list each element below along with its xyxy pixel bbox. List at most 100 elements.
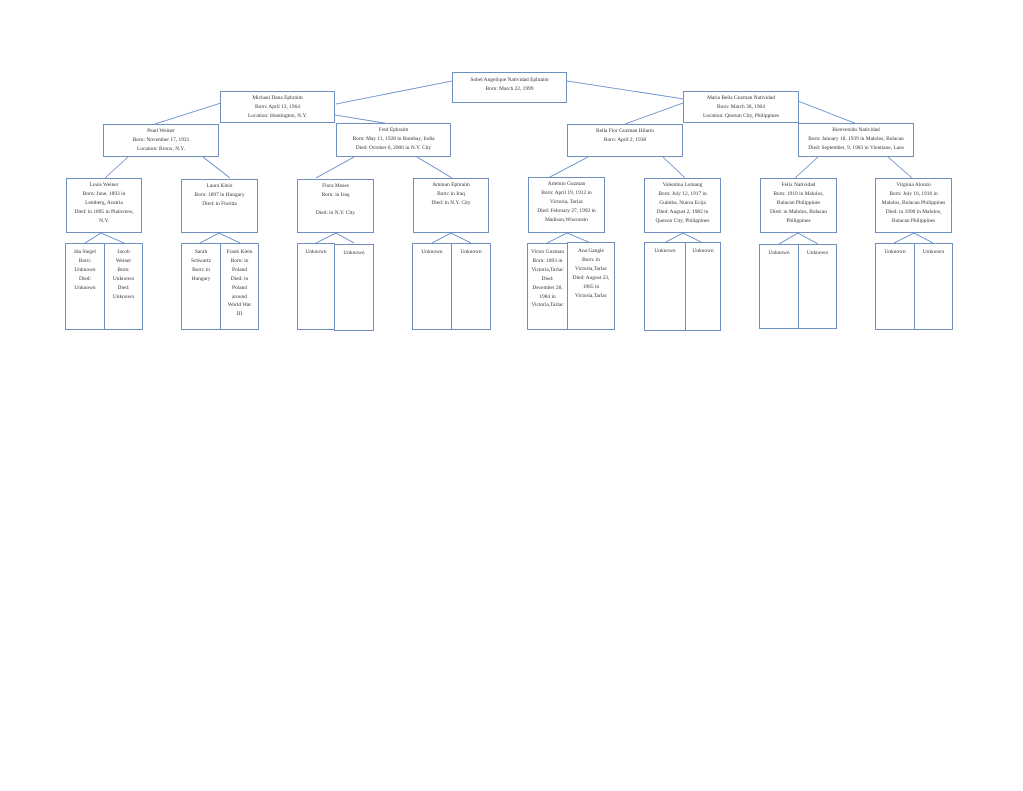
person-detail: Hungary <box>191 275 211 282</box>
person-detail: Born: in Iraq <box>437 190 465 197</box>
person-box-unknown: Unknown <box>685 242 721 331</box>
connector <box>431 232 452 244</box>
connector <box>566 80 685 100</box>
person-detail: Born: 1910 in Malolos, <box>773 190 824 197</box>
person-detail: Died: in <box>230 275 249 282</box>
person-detail: Poland <box>232 266 247 273</box>
person-name: Valentina Lomang <box>662 182 703 188</box>
person-detail: Weiner <box>115 257 132 264</box>
person-detail: Victoria,Tarlac <box>531 302 564 309</box>
person-detail: Died: in Malolos, Bulacan <box>770 208 827 215</box>
connector <box>100 232 125 244</box>
person-name: Unknown <box>343 250 365 256</box>
person-name: Unknown <box>692 248 714 254</box>
connector <box>663 232 684 244</box>
person-name: Pearl Weiner <box>147 128 175 134</box>
person-box-unknown: Unknown <box>297 243 335 330</box>
person-detail: Born: April 13, 1964 <box>255 103 300 110</box>
connector <box>797 100 858 125</box>
person-detail: Victoria,Tarlac <box>531 266 564 273</box>
person-detail: Bulacan Philippines <box>891 217 936 224</box>
person-detail: Died: in N.Y. City <box>431 199 471 206</box>
person-name: Felix Natividad <box>781 182 816 188</box>
person-detail: Born: in <box>582 256 600 263</box>
connector <box>682 232 704 244</box>
person-detail: Died: in 1895 in Plainview, <box>74 208 134 215</box>
connector <box>547 156 589 179</box>
connector <box>566 232 592 244</box>
person-detail: Born: 1897 in Hungary <box>194 191 245 198</box>
person-detail: Schwartz <box>190 257 212 264</box>
person-detail <box>300 200 371 209</box>
connector <box>797 232 819 245</box>
person-name: Victor Guzman <box>530 249 565 255</box>
person-detail: III <box>236 311 243 318</box>
person-box-unknown: Unknown <box>334 244 374 331</box>
person-detail: Born: January 18, 1939 in Malolos, Bulac… <box>808 135 904 142</box>
person-name: Michael Dana Ephraim <box>252 95 303 101</box>
person-detail: 1984 in <box>539 293 556 300</box>
person-detail: World War <box>227 302 252 309</box>
person-name: Bienvenido Natividad <box>832 127 880 133</box>
person-detail: Died: <box>117 284 130 291</box>
connector <box>416 156 453 179</box>
person-name: Frank Klein <box>226 249 253 255</box>
connector <box>778 232 799 245</box>
connector <box>335 232 355 244</box>
person-box-unknown: Unknown <box>798 244 837 329</box>
connector <box>315 232 337 244</box>
person-detail: Died: in 1990 in Malolos, <box>885 208 942 215</box>
person-name: Maria Bella Guzman Natividad <box>707 95 775 101</box>
connector <box>84 232 102 244</box>
person-detail: Malolos, Bulacan Philippines <box>881 199 946 206</box>
person-box-unknown: Unknown <box>451 243 491 330</box>
person-name: Flora Moses <box>322 183 349 189</box>
connector <box>218 232 241 244</box>
person-detail: Unknown <box>74 266 96 273</box>
person-detail: around <box>232 293 247 300</box>
person-detail: N.Y. <box>99 217 109 224</box>
person-detail: Born: April 2, 1938 <box>603 136 647 143</box>
person-name: Unknown <box>884 249 906 255</box>
person-name: Unknown <box>806 250 829 256</box>
person-box-unknown: Unknown <box>875 243 915 330</box>
person-detail: Born: June, 1893 in <box>82 190 126 197</box>
person-detail: Born: in Iraq <box>321 191 350 198</box>
person-name: Unknown <box>305 249 327 255</box>
person-detail: Born: July 12, 1917 in <box>658 190 707 197</box>
connector <box>315 156 355 179</box>
person-detail: Born: March 22, 1999 <box>485 85 534 92</box>
person-detail: Victoria,Tarlac <box>574 292 608 299</box>
person-detail: Born: in <box>230 257 249 264</box>
person-detail: Born: <box>117 266 130 273</box>
person-detail: Died: September, 9, 1983 in Vientiane, L… <box>808 144 904 151</box>
person-detail: Died: December 28, <box>532 275 563 291</box>
person-detail: Died: October 6, 2006 in N.Y. City <box>355 144 432 151</box>
connector <box>202 156 231 179</box>
person-detail: Lemberg, Austria <box>85 199 123 206</box>
person-name: Jacob <box>117 249 130 255</box>
person-name: Unknown <box>654 248 676 254</box>
person-detail: Madison,Wisconsin <box>545 216 588 223</box>
connector <box>154 102 222 125</box>
person-name: Ida Siegel <box>74 249 96 255</box>
person-detail: Location: Huntington, N.Y. <box>247 112 308 119</box>
person-detail: Victoria,Tarlac <box>574 265 608 272</box>
person-detail: 1965 in <box>582 283 600 290</box>
connector <box>334 114 391 125</box>
person-detail: Guimba, Nueva Ecija <box>659 199 706 206</box>
person-detail: Died: <box>79 275 91 282</box>
